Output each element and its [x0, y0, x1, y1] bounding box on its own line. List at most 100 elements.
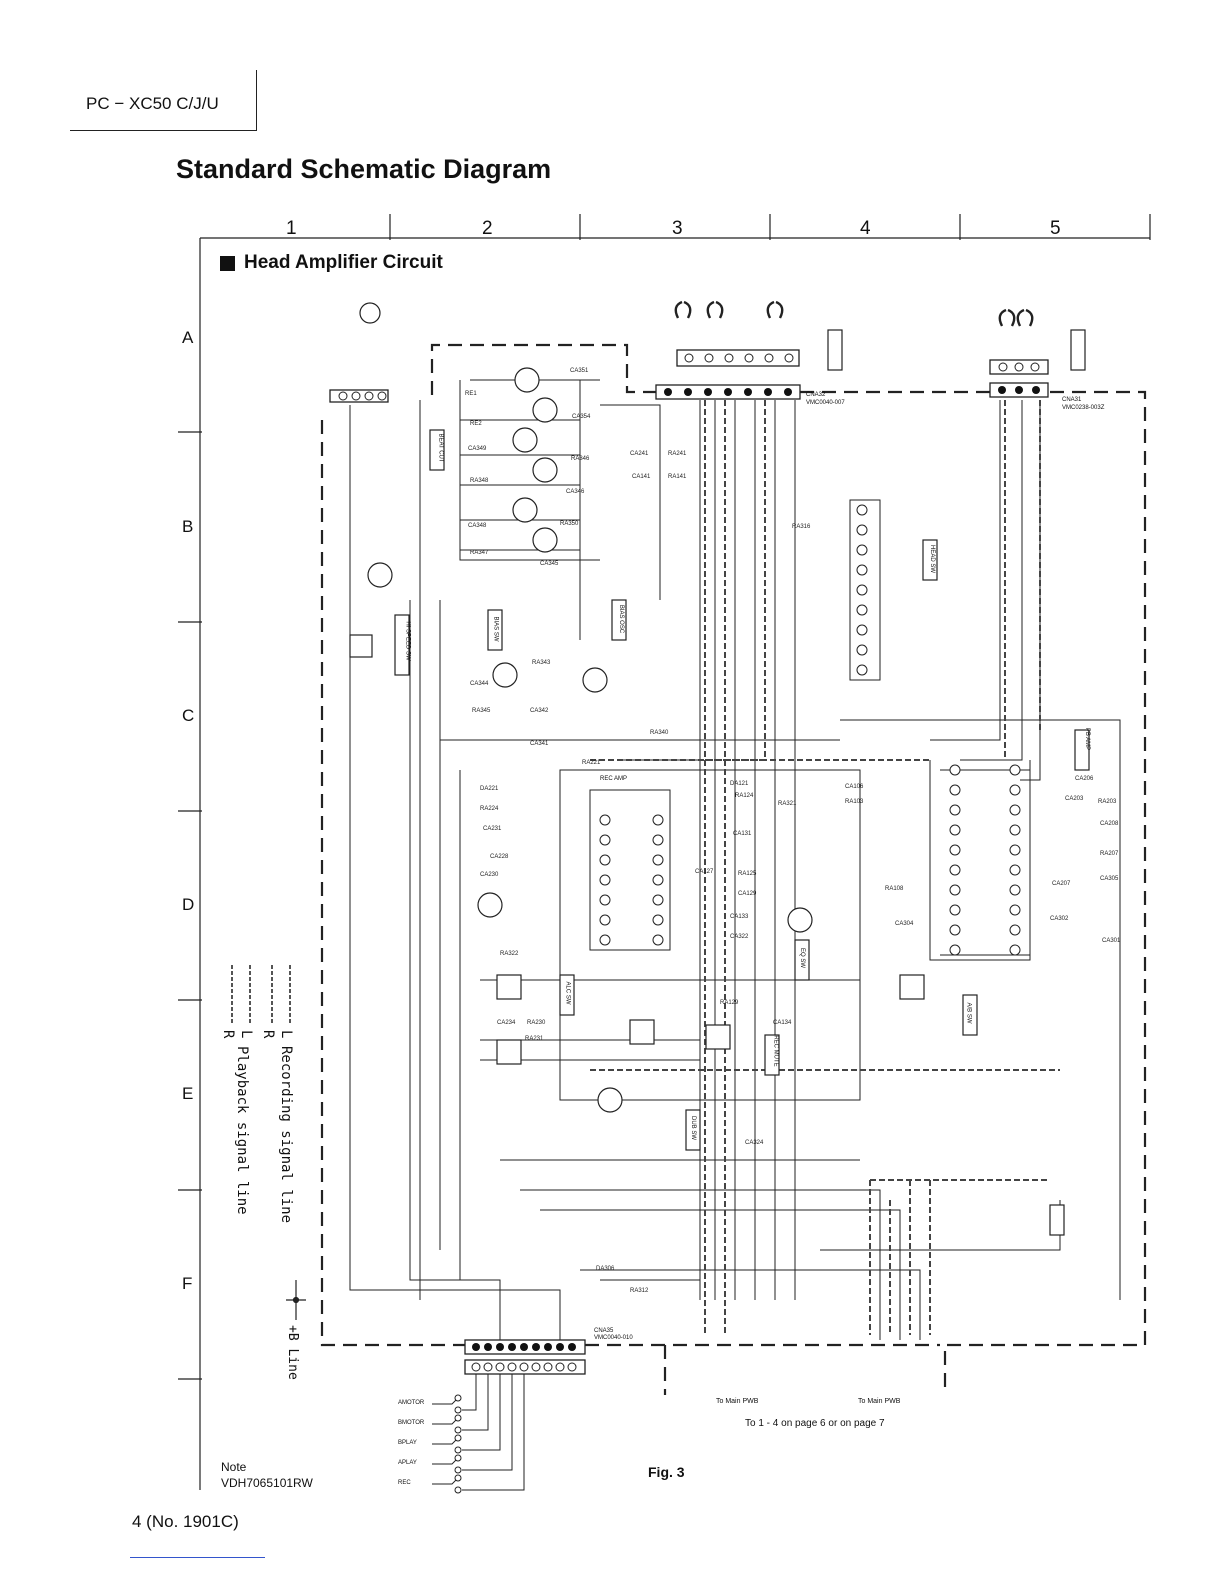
- hi-speed-sw-label: HI SPEED SW: [404, 621, 411, 661]
- to-main-pwb-label: To Main PWB: [716, 1398, 759, 1405]
- switch-label-bmotor: BMOTOR: [398, 1420, 425, 1426]
- legend-playback: Playback signal line: [234, 1046, 250, 1215]
- svg-text:RA224: RA224: [480, 806, 499, 812]
- signal-lines: [590, 400, 1060, 1335]
- cna31-label: CNA31: [1062, 397, 1082, 403]
- svg-text:RA321: RA321: [778, 801, 797, 807]
- eq-sw-label: EQ SW: [799, 947, 806, 969]
- wiring: [349, 379, 1121, 1340]
- svg-text:CA133: CA133: [730, 914, 749, 920]
- grid-column-label: 5: [1050, 218, 1061, 239]
- grid-row-label: C: [182, 706, 195, 725]
- cna35-label: CNA35: [594, 1328, 614, 1334]
- schematic-frame: [178, 214, 1151, 1490]
- svg-text:CA241: CA241: [630, 451, 649, 457]
- grid-column-label: 3: [672, 218, 683, 239]
- switch-label-rec: REC: [398, 1480, 411, 1486]
- page-reference: To 1 - 4 on page 6 or on page 7: [745, 1418, 885, 1429]
- model-label: PC − XC50 C/J/U: [86, 94, 219, 113]
- svg-text:CA228: CA228: [490, 854, 509, 860]
- head-sw-label: HEAD SW: [929, 544, 936, 574]
- svg-text:CA348: CA348: [468, 523, 487, 529]
- grid-column-label: 4: [860, 218, 871, 239]
- cna32-part: VMC0040-007: [806, 400, 845, 406]
- svg-text:CA203: CA203: [1065, 796, 1084, 802]
- grid-row-label: E: [182, 1084, 194, 1103]
- switch-label-amotor: AMOTOR: [398, 1400, 425, 1406]
- legend-plus-b: +B Line: [285, 1325, 300, 1380]
- grid-row-label: D: [182, 895, 195, 914]
- mode-switch-row: [432, 1374, 525, 1494]
- grid-row-label: B: [182, 517, 194, 536]
- page-title: Standard Schematic Diagram: [176, 154, 552, 184]
- svg-text:RA207: RA207: [1100, 851, 1119, 857]
- svg-text:CA134: CA134: [773, 1020, 792, 1026]
- svg-text:CA304: CA304: [895, 921, 914, 927]
- cna35-part: VMC0040-010: [594, 1335, 633, 1341]
- legend-playback-r: R: [220, 1030, 236, 1039]
- svg-text:RA141: RA141: [668, 474, 687, 480]
- tape-head-icons: [674, 300, 1034, 327]
- svg-text:CA354: CA354: [572, 414, 591, 420]
- svg-text:CA351: CA351: [570, 368, 589, 374]
- svg-text:RA347: RA347: [470, 550, 489, 556]
- figure-label: Fig. 3: [648, 1464, 685, 1480]
- svg-text:CA207: CA207: [1052, 881, 1071, 887]
- page-number: 4 (No. 1901C): [132, 1512, 239, 1531]
- svg-text:CA234: CA234: [497, 1020, 516, 1026]
- pb-amp-label: PB AMP: [1084, 727, 1091, 751]
- svg-text:RA241: RA241: [668, 451, 687, 457]
- connector-pins: [472, 386, 1040, 1351]
- rec-amp-label: REC AMP: [600, 776, 628, 782]
- grid-row-label: F: [182, 1274, 193, 1293]
- svg-text:RA125: RA125: [738, 871, 757, 877]
- switch-label-aplay: APLAY: [398, 1460, 417, 1466]
- shield-outline: [320, 343, 1147, 1395]
- svg-text:DA221: DA221: [480, 786, 499, 792]
- section-title: Head Amplifier Circuit: [244, 252, 443, 273]
- svg-text:CA231: CA231: [483, 826, 502, 832]
- svg-text:CA341: CA341: [530, 741, 549, 747]
- svg-text:RA348: RA348: [470, 478, 489, 484]
- to-main-pwb-label: To Main PWB: [858, 1398, 901, 1405]
- svg-text:RA312: RA312: [630, 1288, 649, 1294]
- svg-text:RA322: RA322: [500, 951, 519, 957]
- svg-text:RA230: RA230: [527, 1020, 546, 1026]
- svg-text:CA342: CA342: [530, 708, 549, 714]
- ab-sw-label: A/B SW: [965, 1002, 972, 1024]
- legend-recording-r: R: [260, 1030, 276, 1039]
- svg-text:RA129: RA129: [720, 1000, 739, 1006]
- svg-text:CA230: CA230: [480, 872, 499, 878]
- svg-text:RE2: RE2: [470, 421, 482, 427]
- svg-text:RA231: RA231: [525, 1036, 544, 1042]
- svg-text:CA349: CA349: [468, 446, 487, 452]
- ic-pins: [599, 504, 1021, 956]
- svg-text:CA305: CA305: [1100, 876, 1119, 882]
- plus-b-symbol: [286, 1280, 306, 1320]
- svg-text:CA131: CA131: [733, 831, 752, 837]
- svg-text:RA345: RA345: [472, 708, 491, 714]
- svg-text:CA302: CA302: [1050, 916, 1069, 922]
- svg-text:CA141: CA141: [632, 474, 651, 480]
- beat-cut-label: BEAT CUT: [437, 433, 444, 463]
- note-code: VDH7065101RW: [221, 1476, 313, 1490]
- svg-text:RA316: RA316: [792, 524, 811, 530]
- svg-text:RA203: RA203: [1098, 799, 1117, 805]
- svg-text:CA345: CA345: [540, 561, 559, 567]
- svg-text:RA350: RA350: [560, 521, 579, 527]
- svg-text:CA324: CA324: [745, 1140, 764, 1146]
- legend-recording: Recording signal line: [278, 1046, 294, 1224]
- svg-text:DA306: DA306: [596, 1266, 615, 1272]
- note-label: Note: [221, 1460, 247, 1474]
- switch-label-bplay: BPLAY: [398, 1440, 417, 1446]
- svg-text:CA127: CA127: [695, 869, 714, 875]
- cna32-label: CNA32: [806, 392, 826, 398]
- svg-text:RA343: RA343: [532, 660, 551, 666]
- grid-column-label: 1: [286, 218, 297, 239]
- svg-text:CA346: CA346: [566, 489, 585, 495]
- alc-sw-label: ALC SW: [564, 981, 571, 1005]
- model-label-box: [70, 70, 257, 131]
- svg-text:RE1: RE1: [465, 391, 477, 397]
- legend-playback-l: L: [238, 1030, 254, 1039]
